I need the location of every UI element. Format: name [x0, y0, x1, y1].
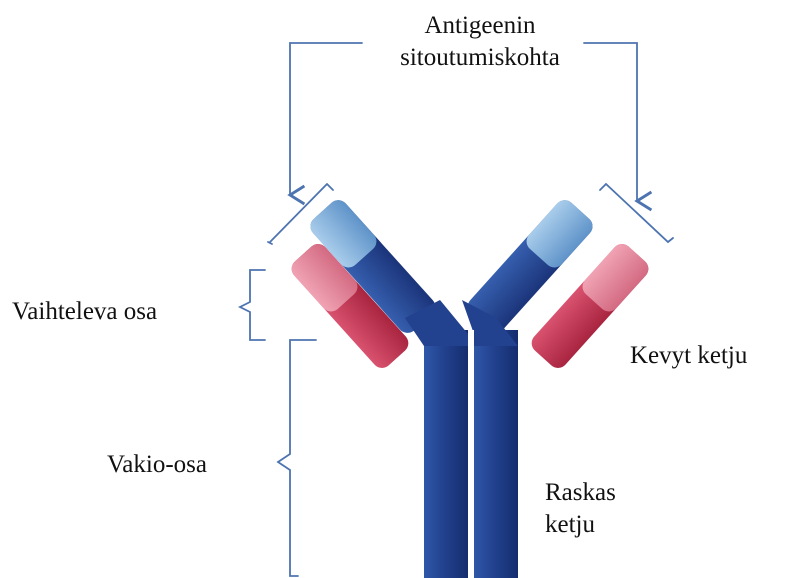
heavy-chain-label-line1: Raskas — [545, 477, 616, 509]
variable-region-brace — [240, 270, 265, 340]
variable-region-label: Vaihteleva osa — [12, 296, 157, 328]
binding-site-label-line2: sitoutumiskohta — [370, 42, 590, 74]
heavy-chain-label: Raskas ketju — [545, 477, 616, 541]
constant-region-label: Vakio-osa — [107, 449, 207, 481]
constant-region-brace — [278, 340, 316, 576]
binding-site-label: Antigeenin sitoutumiskohta — [370, 10, 590, 74]
heavy-chain-right-stem — [474, 330, 518, 578]
binding-site-left-arrow — [290, 43, 362, 195]
binding-site-right-arrow — [584, 43, 637, 201]
heavy-chain-left-stem — [424, 330, 468, 578]
heavy-chain-label-line2: ketju — [545, 509, 616, 541]
binding-site-label-line1: Antigeenin — [370, 10, 590, 42]
light-chain-label: Kevyt ketju — [630, 340, 747, 372]
